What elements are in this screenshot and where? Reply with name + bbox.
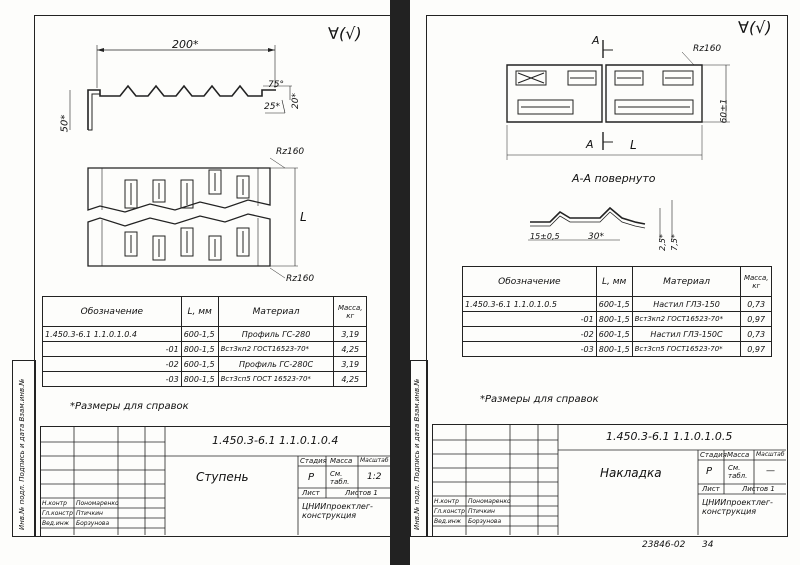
cell-designation: -03 — [42, 371, 182, 387]
cell-length: 800-1,5 — [180, 371, 219, 387]
roughness-mark: ∀(√) — [738, 18, 772, 37]
table-row: -03 800-1,5 Вст3сп5 ГОСТ16523-70* 0,97 — [462, 341, 772, 357]
scale-label: Масштаб — [360, 457, 389, 464]
rz-mark: Rz160 — [693, 44, 722, 54]
name-3: Борзунова — [468, 518, 502, 525]
cell-mass: 4,25 — [333, 371, 367, 387]
section-mark-bottom: А — [586, 138, 594, 151]
section-title: А-А повернуто — [572, 172, 656, 185]
col-mass: Масса, кг — [333, 296, 367, 327]
role-2: Гл.констр — [42, 510, 73, 517]
scale-value: 1:2 — [367, 472, 382, 482]
sheets-label: Листов 1 — [742, 485, 775, 493]
mass-label: Масса — [330, 457, 353, 465]
dim-step: 25* — [264, 102, 280, 112]
cell-designation: -03 — [462, 341, 597, 357]
sheets-label: Листов 1 — [345, 489, 378, 497]
table-row: -03 800-1,5 Вст3сп5 ГОСТ 16523-70* 4,25 — [42, 371, 367, 387]
title-block — [432, 424, 788, 537]
title-name: Ступень — [196, 470, 249, 484]
note-reference: *Размеры для справок — [480, 394, 599, 405]
page-number: 34 — [702, 540, 714, 550]
name-1: Пономаренко — [468, 498, 511, 505]
plate-drawing — [506, 40, 730, 241]
mass-value: См. табл. — [330, 470, 350, 486]
rz-bottom: Rz160 — [286, 274, 315, 284]
scale-label: Масштаб — [756, 451, 785, 458]
title-code: 1.450.3-6.1 1.1.0.1.0.5 — [606, 430, 733, 443]
role-1: Н.контр — [434, 498, 459, 505]
dim-pitch: 15±0,5 — [530, 232, 560, 241]
cell-material: Вст3сп5 ГОСТ16523-70* — [631, 341, 742, 357]
spec-table-left: Обозначение L, мм Материал Масса, кг 1.4… — [42, 296, 367, 387]
dim-gap: 30* — [588, 232, 604, 242]
name-1: Пономаренко — [76, 500, 119, 507]
roughness-mark: ∀(√) — [328, 24, 362, 43]
role-3: Вед.инж — [42, 520, 70, 527]
role-1: Н.контр — [42, 500, 67, 507]
dim-angle: 75° — [268, 80, 284, 90]
profile-drawing — [69, 45, 298, 279]
dim-length: L — [300, 210, 307, 224]
stage-value: Р — [706, 466, 713, 477]
title-block-grid — [432, 424, 786, 535]
side-stamp-column — [410, 360, 428, 537]
stage-label: Стадия — [700, 451, 727, 459]
name-2: Птичкин — [468, 508, 495, 515]
stage-label: Стадия — [300, 457, 327, 465]
title-name: Накладка — [600, 466, 662, 480]
table-row: -01 800-1,5 Вст3кп2 ГОСТ16523-70* 0,97 — [462, 311, 772, 327]
side-stamp-column — [12, 360, 36, 537]
dim-width: 200* — [172, 38, 199, 51]
title-code: 1.450.3-6.1 1.1.0.1.0.4 — [212, 434, 339, 447]
name-3: Борзунова — [76, 520, 110, 527]
stage-value: Р — [308, 472, 315, 483]
table-row: -01 800-1,5 Вст3кп2 ГОСТ16523-70* 4,25 — [42, 341, 367, 357]
cell-material: Вст3сп5 ГОСТ 16523-70* — [217, 371, 335, 387]
sheet-right: Инв.№ подл. Подпись и дата Взам.инв.№ ∀(… — [400, 0, 800, 565]
title-block — [40, 426, 396, 537]
cell-mass: 4,25 — [333, 341, 367, 357]
mass-label: Масса — [727, 451, 750, 459]
sheet-label: Лист — [302, 489, 320, 497]
org-name: ЦНИИпроектлег-конструкция — [702, 498, 773, 516]
table-header-row: Обозначение L, мм Материал Масса, кг — [42, 296, 367, 327]
footer-code: 23846-02 — [642, 540, 686, 550]
sheet-label: Лист — [702, 485, 720, 493]
sheet-left: Инв.№ подл. Подпись и дата Взам.инв.№ ∀(… — [12, 0, 400, 565]
spec-table-right: Обозначение L, мм Материал Масса, кг 1.4… — [462, 266, 772, 357]
dim-length: L — [630, 138, 637, 152]
name-2: Птичкин — [76, 510, 103, 517]
rz-top: Rz160 — [276, 147, 305, 157]
col-designation: Обозначение — [42, 296, 182, 327]
scale-value: — — [766, 466, 775, 476]
note-reference: *Размеры для справок — [70, 401, 189, 412]
mass-value: См. табл. — [728, 464, 748, 480]
role-3: Вед.инж — [434, 518, 462, 525]
cell-mass: 0,97 — [740, 341, 772, 357]
section-mark-top: А — [592, 34, 600, 47]
org-name: ЦНИИпроектлег-конструкция — [302, 502, 373, 520]
col-mass: Масса, кг — [740, 266, 772, 297]
col-length: L, мм — [595, 266, 633, 297]
table-row: 1.450.3-6.1 1.1.0.1.0.4 600-1,5 Профиль … — [42, 326, 367, 342]
role-2: Гл.констр — [434, 508, 465, 515]
title-block-grid — [40, 426, 394, 535]
